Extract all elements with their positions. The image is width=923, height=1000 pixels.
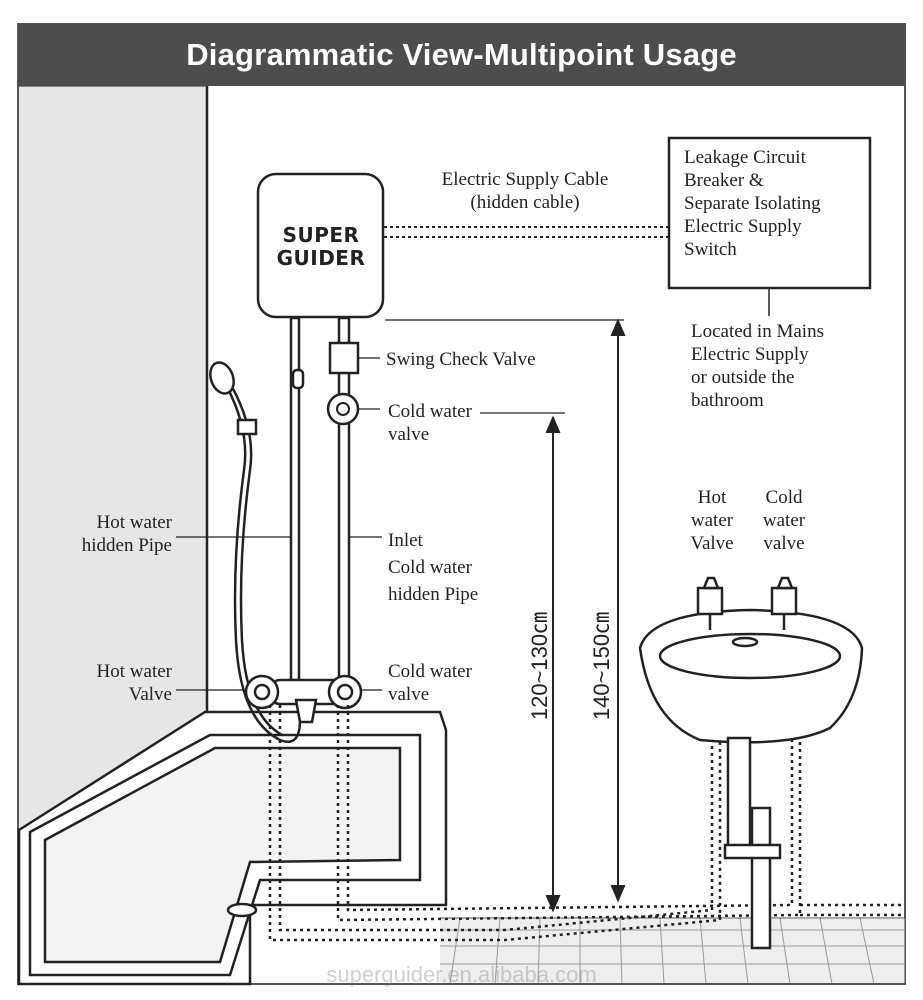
label-hot-pipe: Hot water hidden Pipe [81, 512, 172, 556]
label-cold-valve-top: Cold water valve [388, 401, 472, 445]
label-inlet-pipe: Inlet Cold water hidden Pipe [388, 530, 479, 605]
watermark: superguider.en.alibaba.com [326, 962, 597, 987]
leader-lines [176, 319, 624, 691]
label-supply-cable: Electric Supply Cable (hidden cable) [441, 169, 609, 213]
label-breaker-box: Leakage Circuit Breaker & Separate Isola… [684, 147, 821, 260]
label-sink-cold: Cold water valve [762, 487, 806, 554]
label-sink-hot: Hot water Valve [690, 487, 734, 554]
swing-check-valve [328, 341, 360, 375]
electric-cable [384, 226, 668, 238]
dimension-long: 140~150㎝ [589, 611, 614, 721]
bathtub [17, 710, 448, 986]
wash-basin [638, 576, 864, 950]
label-swing-check-valve: Swing Check Valve [386, 349, 536, 370]
bath-mixer [244, 674, 363, 724]
dimension-arrows [545, 318, 626, 913]
hidden-pipes [268, 705, 905, 942]
breaker-box [667, 136, 872, 290]
label-hot-valve-bath: Hot water Valve [96, 661, 172, 705]
label-cold-valve-bath: Cold water valve [388, 661, 472, 705]
dimension-short: 120~130㎝ [527, 611, 552, 721]
label-located: Located in Mains Electric Supply or outs… [691, 321, 824, 411]
heater-brand-logo: SUPER GUIDER [276, 223, 366, 270]
diagram-title: Diagrammatic View-Multipoint Usage [18, 24, 905, 86]
water-heater-body [256, 172, 385, 319]
